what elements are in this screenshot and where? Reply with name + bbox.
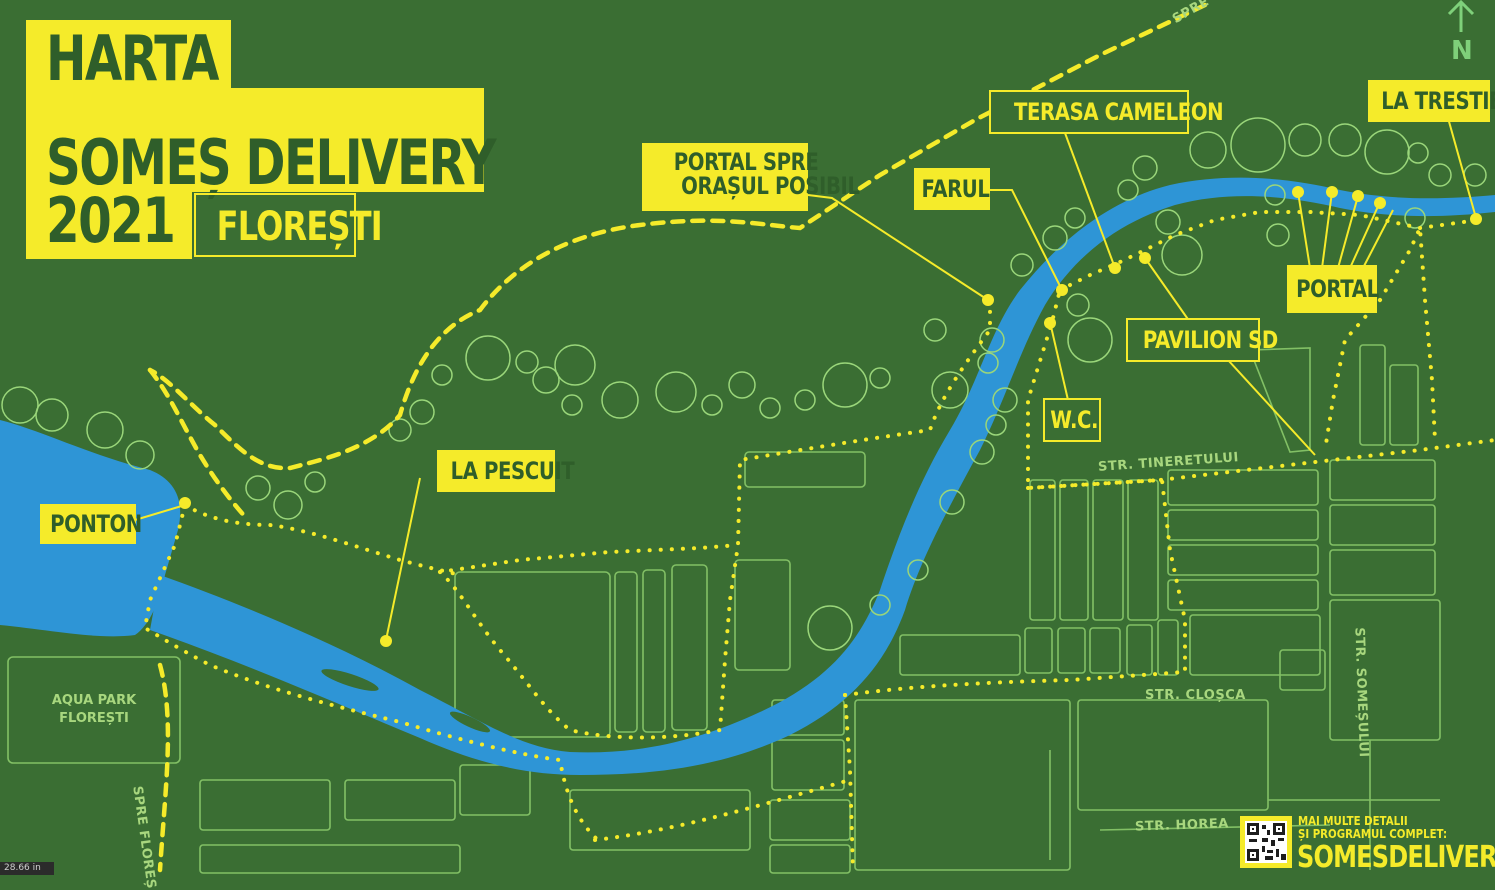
label-terasa-cameleon[interactable]: TERASA CAMELEON (989, 90, 1224, 134)
aqua-park-label: AQUA PARK FLOREȘTI (51, 693, 137, 726)
label-portal[interactable]: PORTAL (1287, 265, 1379, 313)
label-farul[interactable]: FARUL (914, 168, 990, 210)
title-line-1: HARTA (26, 20, 231, 90)
north-label: N (1451, 36, 1473, 66)
qr-code-icon[interactable] (1240, 816, 1292, 868)
label-portal-orasul-posibil[interactable]: PORTAL SPRE ORAȘUL POSIBIL (642, 143, 860, 211)
trees (1, 117, 1487, 651)
leader-lines (134, 117, 1477, 641)
dashed-routes (147, 2, 1208, 873)
label-wc[interactable]: W.C. (1043, 398, 1101, 442)
label-la-trestie[interactable]: LA TRESTIE (1368, 80, 1495, 122)
north-arrow-icon (1447, 0, 1475, 32)
title-line-2: SOMEȘ DELIVERY (26, 88, 497, 194)
scale-readout: 28.66 in (0, 862, 54, 875)
point-markers (179, 186, 1482, 647)
website-link[interactable]: SOMESDELIVERY.RO (1297, 840, 1495, 875)
street-closca: STR. CLOȘCA (1145, 688, 1246, 703)
label-ponton[interactable]: PONTON (40, 504, 142, 544)
label-la-pescuit[interactable]: LA PESCUIT (437, 450, 575, 492)
title-line-3: 2021 (26, 186, 192, 259)
subtitle-floresti: FLOREȘTI (194, 193, 383, 257)
label-pavilion-sd[interactable]: PAVILION SD (1126, 318, 1278, 362)
